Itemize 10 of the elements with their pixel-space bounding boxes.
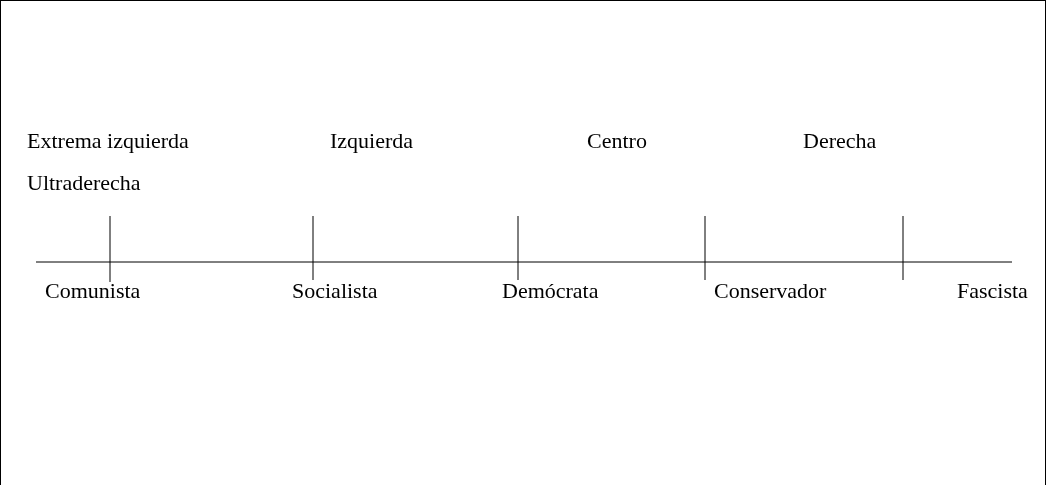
scale-label: Ultraderecha: [27, 170, 141, 196]
scale-label: Socialista: [292, 278, 378, 304]
scale-label: Centro: [587, 128, 647, 154]
scale-label: Conservador: [714, 278, 827, 304]
scale-label: Izquierda: [330, 128, 414, 154]
scale-label: Demócrata: [502, 278, 599, 304]
scale-label: Extrema izquierda: [27, 128, 189, 154]
scale-label: Fascista: [957, 278, 1028, 304]
scale-label: Derecha: [803, 128, 877, 154]
scale-label: Comunista: [45, 278, 141, 304]
